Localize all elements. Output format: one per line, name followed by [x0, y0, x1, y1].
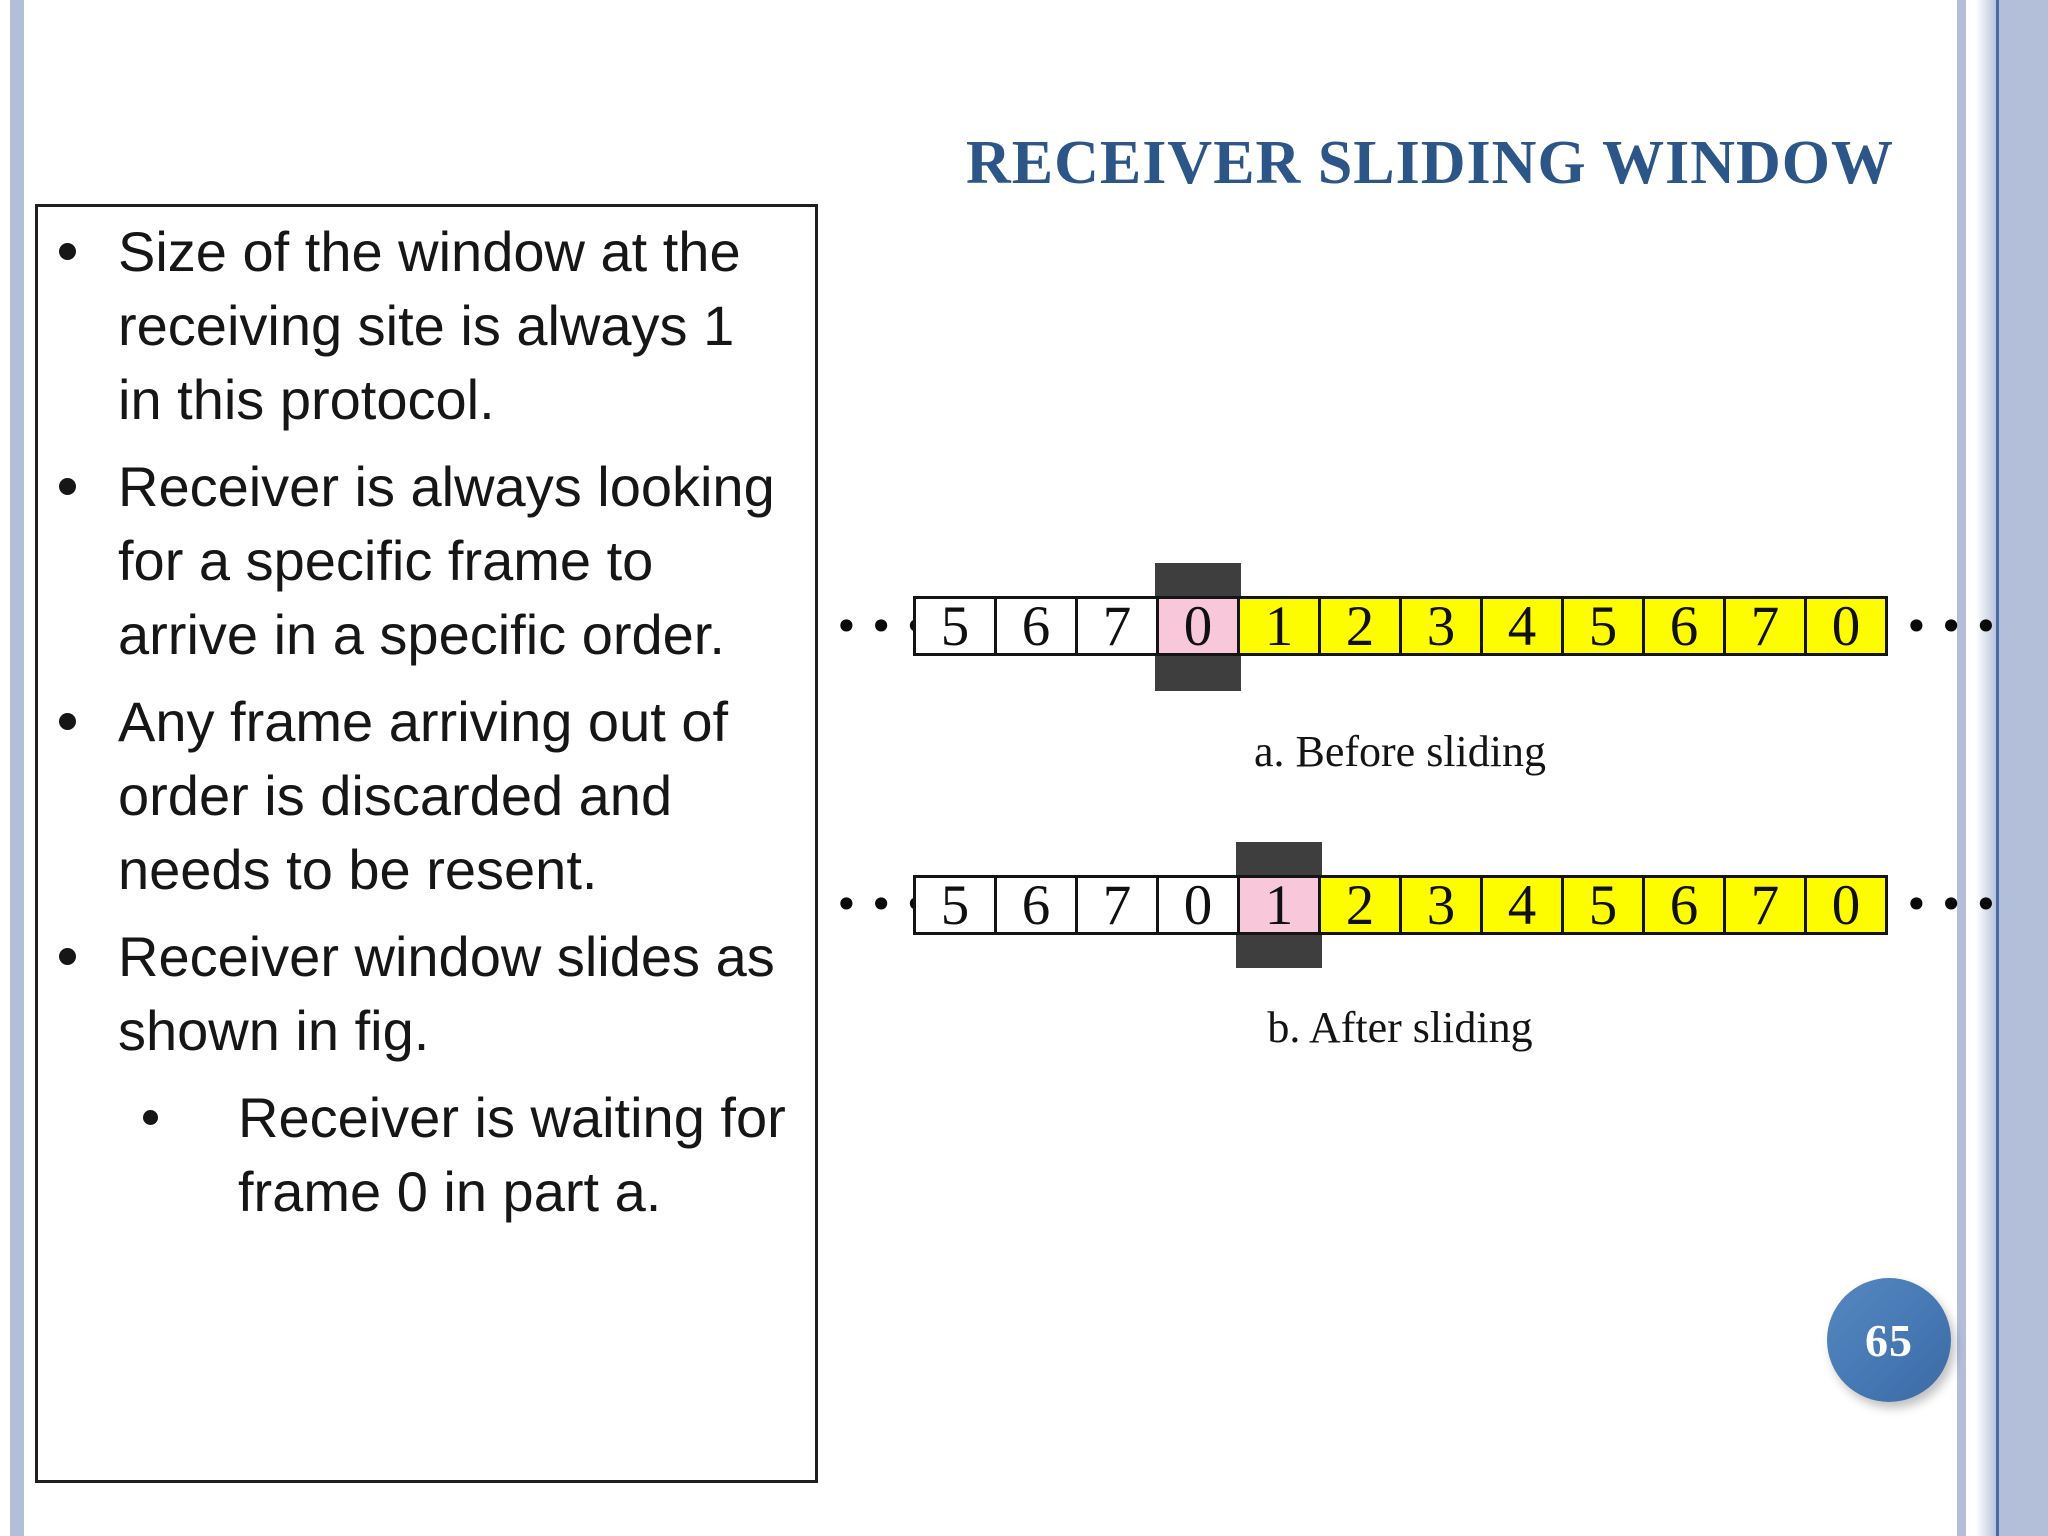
right-edge-band-line — [1996, 0, 1999, 1536]
frame-cell-future: 7 — [1723, 595, 1807, 658]
row-caption: a. Before sliding — [1253, 727, 1547, 776]
frame-cell-window: 0 — [1156, 595, 1240, 658]
page-title: RECEIVER SLIDING WINDOW — [966, 129, 1894, 197]
page-number: 65 — [1865, 1314, 1913, 1366]
frame-cell-future: 6 — [1642, 874, 1726, 937]
ellipsis-left: ••• — [834, 879, 939, 929]
bullet-item: Any frame arriving out of order is disca… — [38, 685, 791, 907]
frame-cell-past: 5 — [913, 874, 997, 937]
frame-cell-future: 6 — [1642, 595, 1726, 658]
frame-cell-past: 7 — [1075, 874, 1159, 937]
frame-cell-future: 5 — [1561, 874, 1645, 937]
ellipsis-right: ••• — [1904, 879, 2009, 929]
frame-cell-future: 3 — [1399, 874, 1483, 937]
frame-cell-future: 2 — [1318, 595, 1402, 658]
frame-cell-future: 1 — [1237, 595, 1321, 658]
frame-cell-future: 5 — [1561, 595, 1645, 658]
right-edge-band — [1976, 0, 2048, 1536]
frame-cell-future: 0 — [1804, 595, 1888, 658]
bullet-list: Size of the window at the receiving site… — [38, 207, 815, 1229]
frame-cell-future: 7 — [1723, 874, 1807, 937]
left-edge-stripe — [10, 0, 24, 1536]
row-caption: b. After sliding — [1267, 1003, 1533, 1052]
frame-cell-future: 3 — [1399, 595, 1483, 658]
ellipsis-right: ••• — [1904, 601, 2009, 651]
frame-cell-window: 1 — [1237, 874, 1321, 937]
frame-cell-future: 0 — [1804, 874, 1888, 937]
page-number-badge: 65 — [1827, 1278, 1951, 1402]
ellipsis-left: ••• — [834, 601, 939, 651]
notes-box: Size of the window at the receiving site… — [35, 204, 818, 1483]
frame-cell-future: 2 — [1318, 874, 1402, 937]
bullet-item: Size of the window at the receiving site… — [38, 215, 791, 437]
bullet-subitem: Receiver is waiting for frame 0 in part … — [38, 1081, 791, 1229]
frame-cell-future: 4 — [1480, 595, 1564, 658]
frame-cell-past: 5 — [913, 595, 997, 658]
frame-cell-past: 6 — [994, 874, 1078, 937]
right-edge-thin-stripe — [1957, 0, 1966, 1536]
bullet-item: Receiver window slides as shown in fig. — [38, 920, 791, 1068]
frame-cell-past: 6 — [994, 595, 1078, 658]
frame-cell-past: 0 — [1156, 874, 1240, 937]
frame-cell-past: 7 — [1075, 595, 1159, 658]
frame-cell-future: 4 — [1480, 874, 1564, 937]
bullet-item: Receiver is always looking for a specifi… — [38, 450, 791, 672]
